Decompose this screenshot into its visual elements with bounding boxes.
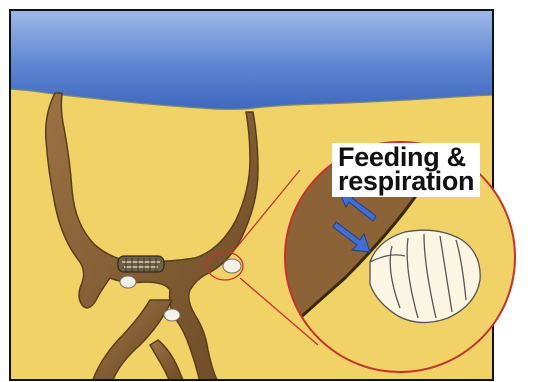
worm-icon [118, 256, 164, 272]
label-line-2: respiration [338, 169, 474, 193]
feeding-respiration-label: Feeding & respiration [332, 143, 480, 197]
water [10, 10, 493, 109]
